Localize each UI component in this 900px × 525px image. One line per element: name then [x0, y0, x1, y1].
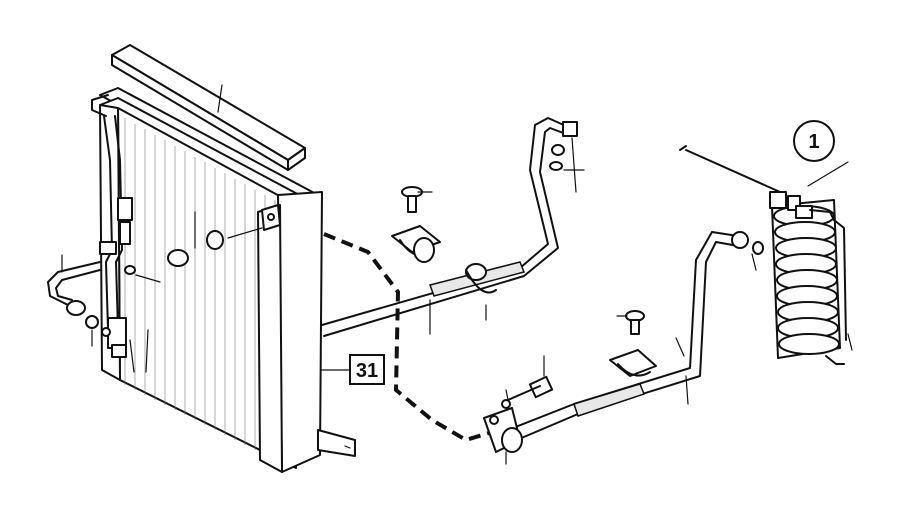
dashed-route: [323, 232, 493, 443]
callout-circled: 1: [793, 120, 835, 162]
upper-pipe: [321, 117, 585, 337]
callout-circled-number: 1: [808, 131, 819, 153]
evaporator-coil: [679, 145, 853, 365]
foam-strip: [111, 44, 306, 171]
lower-clamp: [501, 310, 657, 409]
condenser-outlet-pipe: [47, 254, 111, 347]
callout-boxed: 31: [321, 354, 385, 385]
callout-boxed-number: 31: [356, 360, 378, 382]
condenser: [91, 87, 356, 473]
lower-pipe: [483, 231, 764, 465]
loose-fittings: [124, 211, 263, 283]
upper-clamp: [391, 186, 497, 321]
